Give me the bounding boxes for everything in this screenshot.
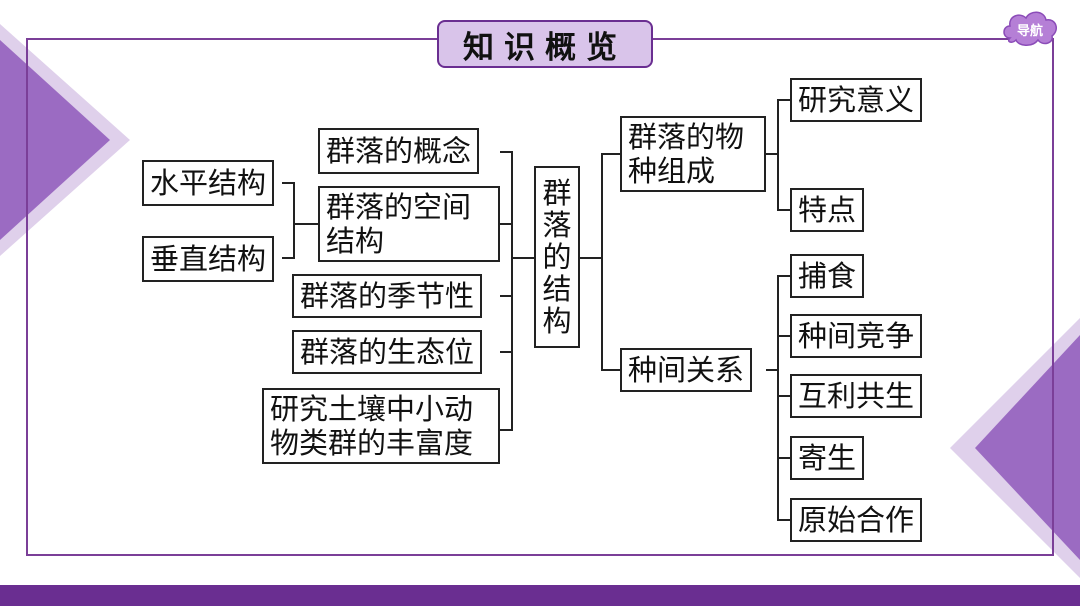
node-species-composition: 群落的物种组成 xyxy=(620,116,766,192)
page-title: 知识概览 xyxy=(437,20,653,68)
node-predation: 捕食 xyxy=(790,254,865,298)
node-community-structure-root: 群落的结构 xyxy=(534,166,580,348)
node-horizontal-structure: 水平结构 xyxy=(142,160,275,206)
nav-label: 导航 xyxy=(1016,24,1043,39)
node-community-seasonality: 群落的季节性 xyxy=(292,274,483,318)
nav-button[interactable]: 导航 xyxy=(1000,8,1060,48)
node-community-spatial-structure: 群落的空间结构 xyxy=(318,186,500,262)
node-characteristics: 特点 xyxy=(790,188,865,232)
cloud-icon xyxy=(1003,11,1057,46)
node-vertical-structure: 垂直结构 xyxy=(142,236,275,282)
node-interspecific-relations: 种间关系 xyxy=(620,348,753,392)
node-parasitism: 寄生 xyxy=(790,436,865,480)
node-community-concept: 群落的概念 xyxy=(318,128,480,174)
node-research-significance: 研究意义 xyxy=(790,78,923,122)
node-mutualism: 互利共生 xyxy=(790,374,923,418)
node-community-niche: 群落的生态位 xyxy=(292,330,483,374)
node-competition: 种间竞争 xyxy=(790,314,923,358)
bottom-bar xyxy=(0,585,1080,606)
node-soil-animal-study: 研究土壤中小动物类群的丰富度 xyxy=(262,388,500,464)
node-protocooperation: 原始合作 xyxy=(790,498,923,542)
